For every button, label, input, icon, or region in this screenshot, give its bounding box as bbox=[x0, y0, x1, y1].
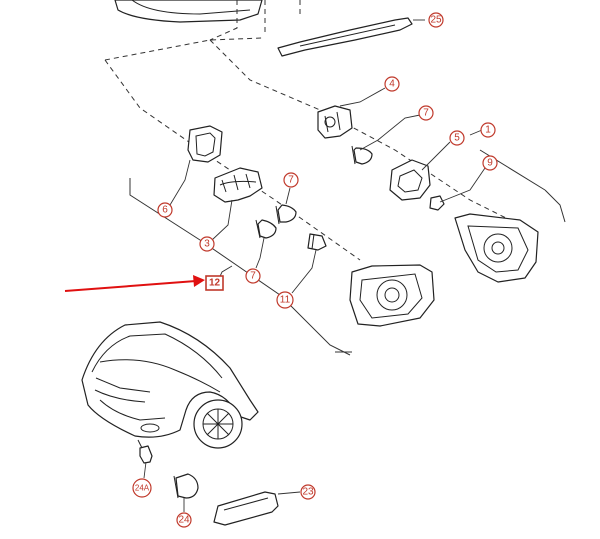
leader-lines bbox=[143, 19, 486, 512]
svg-text:11: 11 bbox=[280, 295, 291, 306]
part-4-holder bbox=[317, 105, 353, 139]
part-24a-bulb bbox=[137, 439, 153, 464]
callout-7-lower[interactable]: 7 bbox=[245, 268, 261, 284]
svg-text:7: 7 bbox=[250, 271, 256, 282]
svg-text:24: 24 bbox=[178, 515, 190, 526]
callout-3[interactable]: 3 bbox=[199, 236, 215, 252]
part-3-bulb-holder bbox=[213, 167, 263, 203]
svg-text:3: 3 bbox=[204, 239, 210, 250]
assembly-lines bbox=[104, 0, 566, 356]
svg-text:12: 12 bbox=[209, 278, 221, 289]
tail-light-right bbox=[454, 213, 539, 283]
part-6-gasket bbox=[187, 125, 223, 163]
svg-text:7: 7 bbox=[288, 175, 294, 186]
callout-23[interactable]: 23 bbox=[300, 484, 316, 500]
top-trim-part bbox=[114, 0, 263, 23]
part-7-bulb-right bbox=[351, 145, 373, 165]
svg-text:24A: 24A bbox=[135, 484, 150, 493]
callout-7-right[interactable]: 7 bbox=[418, 105, 434, 121]
svg-text:7: 7 bbox=[423, 108, 429, 119]
callout-4[interactable]: 4 bbox=[384, 76, 400, 92]
part-24-bulb bbox=[173, 473, 199, 499]
tail-light-lower bbox=[349, 264, 435, 327]
red-arrow-pointer-icon bbox=[64, 275, 205, 292]
svg-text:1: 1 bbox=[485, 125, 491, 136]
callout-5[interactable]: 5 bbox=[449, 130, 465, 146]
part-9-small-bulb bbox=[429, 195, 445, 211]
part-7-bulb-upper bbox=[275, 204, 297, 225]
callout-6[interactable]: 6 bbox=[157, 202, 173, 218]
part-25-trim-strip bbox=[277, 17, 413, 57]
callout-7-center[interactable]: 7 bbox=[283, 172, 299, 188]
car-front-view bbox=[81, 321, 259, 449]
callout-1[interactable]: 1 bbox=[480, 122, 496, 138]
svg-text:6: 6 bbox=[162, 205, 168, 216]
part-7-bulb-lower bbox=[255, 219, 277, 239]
part-5-cover bbox=[389, 159, 431, 201]
svg-text:5: 5 bbox=[454, 133, 460, 144]
svg-text:4: 4 bbox=[389, 79, 395, 90]
callout-24a[interactable]: 24A bbox=[132, 478, 152, 498]
callout-24[interactable]: 24 bbox=[176, 512, 192, 528]
callout-11[interactable]: 11 bbox=[276, 291, 294, 309]
callout-12[interactable]: 12 bbox=[205, 275, 224, 291]
svg-text:9: 9 bbox=[487, 158, 493, 169]
svg-text:23: 23 bbox=[302, 487, 314, 498]
callout-25[interactable]: 25 bbox=[428, 12, 444, 28]
part-11-socket bbox=[307, 233, 327, 251]
callout-9[interactable]: 9 bbox=[482, 155, 498, 171]
part-23-lens bbox=[213, 491, 279, 526]
svg-text:25: 25 bbox=[430, 15, 442, 26]
